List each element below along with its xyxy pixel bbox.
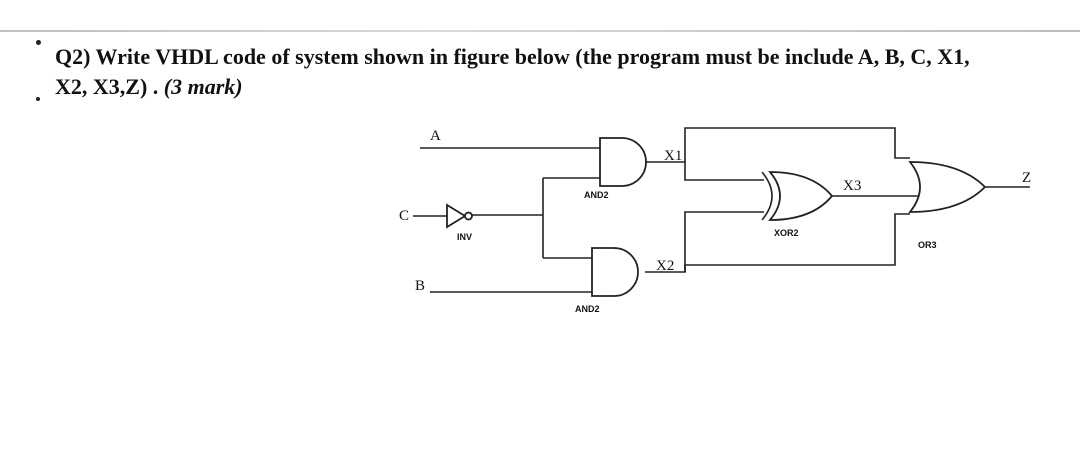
- wire-x1-to-xor: [645, 161, 764, 181]
- xor-gate-input-curve: [761, 171, 773, 221]
- question-text: Q2) Write VHDL code of system shown in f…: [55, 42, 1065, 102]
- and-gate-bottom-shape: [591, 247, 639, 297]
- gate-label-or: OR3: [918, 240, 937, 250]
- or-gate-body: [908, 161, 987, 213]
- wire-x2-to-or: [684, 213, 910, 272]
- question-line-1: Q2) Write VHDL code of system shown in f…: [55, 44, 970, 69]
- or-gate: OR3: [908, 161, 987, 250]
- inverter-triangle: [446, 203, 467, 229]
- gate-label-xor: XOR2: [774, 228, 799, 238]
- bullet-mark: [36, 97, 40, 101]
- bullet-mark: [36, 40, 41, 45]
- question-mark-value: (3 mark): [163, 74, 243, 99]
- wire-x1-to-or: [684, 127, 910, 162]
- question-line-2: X2, X3,Z) .: [55, 74, 164, 99]
- inverter-bubble: [464, 211, 473, 221]
- signal-label-z: Z: [1022, 170, 1031, 186]
- wires: [413, 127, 1030, 293]
- xor-gate-body: [768, 171, 834, 221]
- signal-label-x3: X3: [843, 178, 861, 194]
- xor-gate: XOR2: [761, 171, 834, 238]
- gate-label-and-top: AND2: [584, 190, 609, 200]
- top-divider: [0, 30, 1080, 32]
- and-gate-top-shape: [599, 137, 647, 187]
- input-label-c: C: [399, 208, 409, 224]
- signal-label-x2: X2: [656, 258, 674, 274]
- gate-label-inv: INV: [457, 232, 472, 242]
- and-gate-bottom: AND2: [575, 247, 639, 314]
- wire-x2-to-xor: [645, 211, 764, 273]
- input-label-a: A: [430, 128, 441, 144]
- and-gate-top: AND2: [584, 137, 647, 200]
- signal-label-x1: X1: [664, 148, 682, 164]
- gate-label-and-bottom: AND2: [575, 304, 600, 314]
- inverter-gate: INV: [446, 203, 473, 242]
- input-label-b: B: [415, 278, 425, 294]
